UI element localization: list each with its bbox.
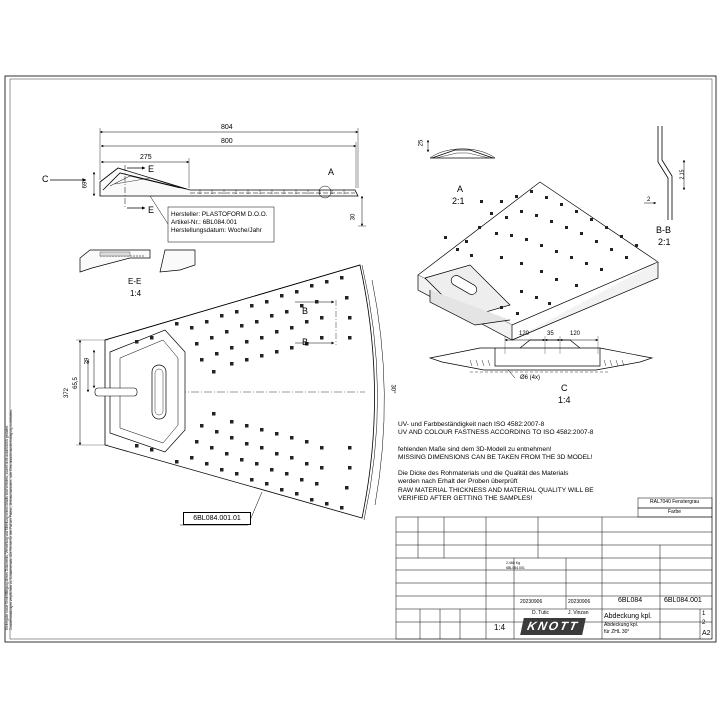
dim-2: 2	[647, 197, 651, 203]
dim-65-5: 65,5	[72, 377, 79, 389]
iso-holes	[444, 190, 638, 315]
dim-69: 69	[82, 181, 89, 189]
view-ee-scale: 1:4	[130, 289, 142, 298]
note-line-1: UV AND COLOUR FASTNESS ACCORDING TO ISO …	[398, 429, 594, 437]
main-top-view	[76, 264, 385, 526]
view-bb-title: B-B	[656, 225, 672, 235]
tb-color: RAL7040 Fenstergrau	[650, 499, 700, 505]
view-c-title: C	[561, 383, 568, 393]
note-line-7: werden nach Erhalt der Proben überprüft	[398, 478, 518, 486]
dim-372: 372	[64, 387, 71, 399]
side-view	[50, 128, 366, 227]
callout-line-1: Hersteller: PLASTOFORM D.O.O.	[171, 211, 268, 218]
dim-35: 35	[547, 331, 554, 337]
margin-copyright-2: Zuwiderhandlungen verpflichten zu Schade…	[9, 409, 13, 630]
general-notes: UV- und Farbbeständigkeit nach ISO 4582:…	[398, 421, 594, 503]
tb-color-label: Farbe	[668, 509, 682, 515]
section-ee-view	[79, 249, 196, 273]
callout-line-3: Herstellungsdatum: Woche/Jahr	[171, 227, 262, 235]
view-c	[428, 336, 654, 379]
dim-120-left: 120	[519, 331, 530, 337]
note-line-9: VERIFIED AFTER GETTING THE SAMPLES!	[398, 494, 533, 502]
dim-2-15: 2,15	[679, 169, 686, 180]
view-c-scale: 1:4	[558, 395, 571, 405]
dim-804: 804	[221, 124, 233, 131]
tb-sheet-1: 1	[702, 611, 706, 617]
section-b-label-top: B	[302, 306, 309, 316]
section-e-label-top: E	[148, 164, 155, 174]
note-line-4: MISSING DIMENSIONS CAN BE TAKEN FROM THE…	[398, 453, 593, 461]
section-c-label: C	[42, 174, 49, 184]
hole-pattern-top	[135, 276, 352, 374]
tb-drawing-no: 6BL084	[618, 597, 643, 604]
view-ee-title: E-E	[128, 277, 142, 286]
title-block-grid	[395, 497, 713, 640]
view-a-title: A	[457, 184, 464, 194]
iso-view	[417, 181, 659, 341]
dim-25: 25	[418, 139, 425, 147]
part-number-callout: 6BL084.001.01	[183, 512, 251, 525]
tb-date-1: 20230906	[520, 599, 543, 605]
manufacturer-callout: Hersteller: PLASTOFORM D.O.O. Artikel-Nr…	[171, 210, 267, 235]
callout-line-2: Artikel-Nr.: 6BL084.001	[171, 219, 238, 227]
section-b-label-bottom: B	[302, 337, 309, 347]
section-bb-view	[644, 126, 686, 220]
callout-leader	[149, 195, 275, 243]
tb-sheet-size: A2	[702, 630, 711, 637]
dim-275: 275	[140, 154, 152, 161]
tb-title: Abdeckung kpl.	[604, 613, 652, 620]
view-a-scale: 2:1	[452, 196, 465, 206]
tb-title-sub-2: für ZHL 30°	[604, 629, 630, 635]
margin-copyright-1: Weitergabe sowie Vervielfältigung dieses…	[5, 425, 9, 630]
note-line-6: Die Dicke des Rohmaterials und die Quali…	[398, 470, 569, 478]
hole-pattern-bottom	[135, 412, 352, 510]
note-line-2	[398, 437, 594, 445]
note-line-8: RAW MATERIAL THICKNESS AND MATERIAL QUAL…	[398, 486, 594, 494]
sheet-inner-frame	[9, 78, 713, 640]
tb-assy-no: 6BL084.001	[506, 566, 525, 570]
sheet-frame	[4, 75, 717, 643]
detail-a-view	[426, 139, 496, 159]
dim-120-right: 120	[570, 331, 581, 337]
tb-date-2: 20230906	[568, 599, 591, 605]
tb-title-sub-1: Abdeckung kpl.	[604, 622, 639, 628]
tb-checked-by: J. Vinzan	[568, 610, 589, 616]
section-e-label-bottom: E	[148, 205, 155, 215]
tb-drawn-by: D. Tutic	[532, 610, 549, 616]
tb-weight: 2,466 Kg	[506, 561, 521, 565]
dim-30-degrees: 30°	[389, 384, 396, 394]
tb-scale: 1:4	[494, 623, 506, 632]
dim-800: 800	[221, 138, 233, 145]
dim-hole-diameter: Ø6 (4x)	[520, 375, 541, 381]
tb-part-no: 6BL084.001	[664, 597, 702, 604]
tb-sheet-2: 2	[702, 620, 706, 626]
dim-29: 29	[84, 357, 91, 365]
note-line-5	[398, 462, 594, 470]
note-line-3: fehlenden Maße sind dem 3D-Modell zu ent…	[398, 445, 552, 453]
view-bb-scale: 2:1	[658, 237, 671, 247]
dim-30: 30	[350, 213, 357, 221]
detail-a-marker: A	[328, 167, 335, 177]
knott-logo: KNOTT	[520, 618, 586, 635]
note-line-0: UV- und Farbbeständigkeit nach ISO 4582:…	[398, 421, 545, 428]
